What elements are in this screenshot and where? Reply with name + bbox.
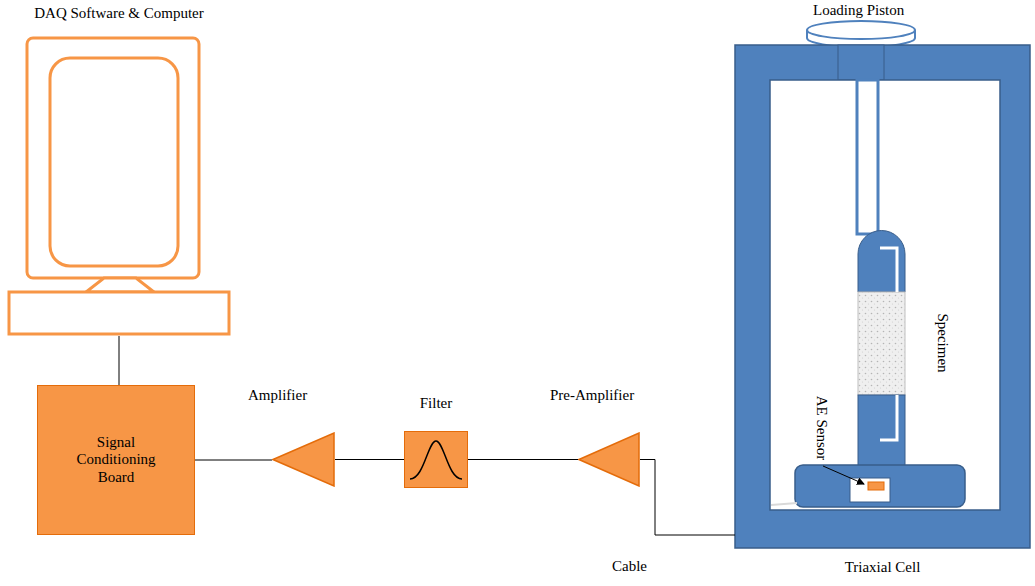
part-label: Loading Piston — [813, 2, 904, 19]
node-label: Amplifier — [248, 387, 307, 404]
amplifier-symbol — [272, 432, 335, 487]
signal-wire — [195, 460, 272, 461]
signal-board: Signal Conditioning Board — [37, 385, 195, 535]
preamp-triangle: Pre-Amplifier — [578, 432, 640, 487]
computer-illustration — [9, 38, 229, 334]
leader-line — [823, 466, 864, 484]
triaxial-cell-illustration — [735, 21, 1030, 548]
triaxial-cell: Triaxial Cell — [735, 45, 1030, 548]
node-label: Pre-Amplifier — [550, 387, 634, 404]
signal-wire — [119, 336, 120, 385]
cable-label: Cable — [612, 558, 647, 575]
bell-curve-symbol — [404, 431, 468, 488]
node-label: Filter — [420, 395, 453, 412]
filter-box: Filter — [404, 431, 468, 488]
signal-wire — [468, 459, 578, 460]
part-label: AE Sensor — [812, 396, 829, 461]
amplifier-symbol — [578, 432, 640, 487]
signal-wire — [640, 460, 735, 536]
part-label: Specimen — [933, 313, 950, 372]
node-label: Triaxial Cell — [735, 559, 1030, 576]
signal-wire — [335, 459, 404, 460]
amplifier-triangle: Amplifier — [272, 432, 335, 487]
computer-node: DAQ Software & Computer — [8, 2, 230, 336]
node-label: Signal Conditioning Board — [68, 434, 164, 486]
node-label: DAQ Software & Computer — [8, 2, 230, 22]
